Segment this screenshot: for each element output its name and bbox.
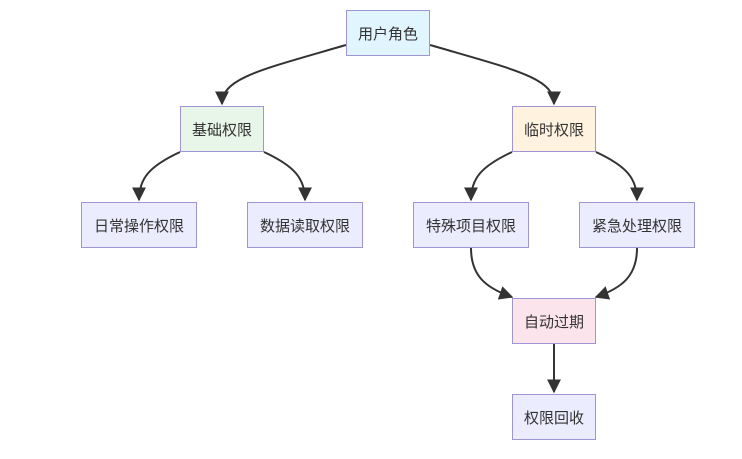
node-label: 权限回收 (523, 408, 584, 427)
arrow-special-project-perm-to-auto-expire (470, 247, 514, 300)
arrow-temp-perm-to-special-project-perm (464, 151, 513, 202)
node-auto-expire: 自动过期 (512, 298, 596, 344)
node-label: 用户角色 (357, 24, 418, 43)
node-label: 日常操作权限 (93, 216, 184, 235)
node-special-project-perm: 特殊项目权限 (413, 202, 529, 248)
edge-temp-perm-to-emergency-perm (595, 151, 644, 202)
node-label: 数据读取权限 (259, 216, 350, 235)
node-daily-op-perm: 日常操作权限 (81, 202, 197, 248)
edge-basic-perm-to-daily-op-perm (132, 151, 181, 202)
node-perm-revoke: 权限回收 (512, 394, 596, 440)
edge-basic-perm-to-data-read-perm (263, 151, 312, 202)
arrow-basic-perm-to-data-read-perm (263, 151, 312, 202)
edge-special-project-perm-to-auto-expire (470, 247, 514, 300)
node-emergency-perm: 紧急处理权限 (579, 202, 695, 248)
edge-user-role-to-temp-perm (429, 44, 561, 106)
node-label: 自动过期 (523, 312, 584, 331)
edge-temp-perm-to-special-project-perm (464, 151, 513, 202)
arrow-user-role-to-basic-perm (215, 44, 347, 106)
node-data-read-perm: 数据读取权限 (247, 202, 363, 248)
node-basic-perm: 基础权限 (180, 106, 264, 152)
arrow-emergency-perm-to-auto-expire (594, 247, 638, 300)
edge-user-role-to-basic-perm (215, 44, 347, 106)
node-temp-perm: 临时权限 (512, 106, 596, 152)
node-user-role: 用户角色 (346, 10, 430, 56)
arrow-temp-perm-to-emergency-perm (595, 151, 644, 202)
node-label: 基础权限 (191, 120, 252, 139)
node-label: 特殊项目权限 (425, 216, 516, 235)
edge-emergency-perm-to-auto-expire (594, 247, 638, 300)
node-label: 临时权限 (523, 120, 584, 139)
arrow-basic-perm-to-daily-op-perm (132, 151, 181, 202)
node-label: 紧急处理权限 (591, 216, 682, 235)
arrow-user-role-to-temp-perm (429, 44, 561, 106)
